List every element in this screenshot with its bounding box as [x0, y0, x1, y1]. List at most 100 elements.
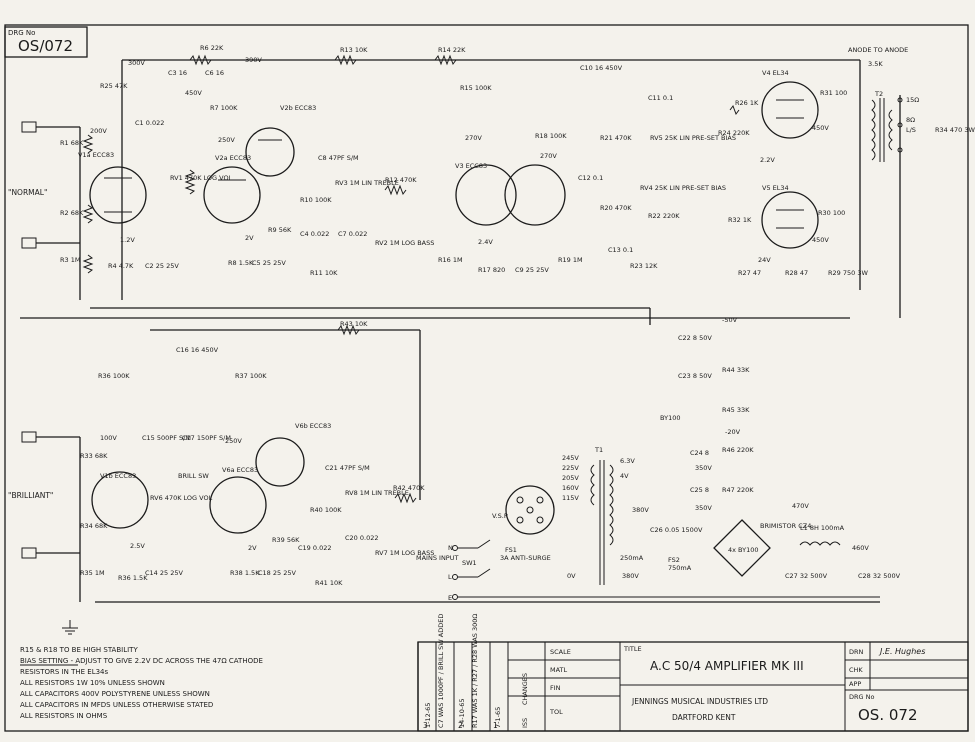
- iss-label: ISS: [521, 718, 529, 728]
- r35-label: R35 1M: [80, 569, 105, 577]
- vsp-label: V.S.P: [492, 512, 508, 520]
- r42-label: R42 470K: [393, 484, 425, 492]
- v225-label: 225V: [562, 464, 579, 472]
- brilliant-label: "BRILLIANT": [8, 491, 53, 500]
- brimistor-label: BRIMISTOR CZ4: [760, 522, 811, 530]
- note-3: RESISTORS IN THE EL34s: [20, 668, 108, 676]
- r21-label: R21 470K: [600, 134, 632, 142]
- r8-label: R8 1.5K: [228, 259, 254, 267]
- neg20-label: -20V: [725, 428, 741, 436]
- rv3-label: RV3 1M LIN TREBLE: [335, 179, 399, 187]
- drg-no-box: [4, 26, 88, 58]
- r25-label: R25 47K: [100, 82, 128, 90]
- note-7: ALL RESISTORS IN OHMS: [20, 712, 108, 720]
- anode-to-anode-label: ANODE TO ANODE: [848, 46, 908, 54]
- c4-label: C4 0.022: [300, 230, 329, 238]
- c5-label: C5 25 25V: [252, 259, 286, 267]
- v450a-label: 450V: [812, 124, 829, 132]
- drawing-title: A.C 50/4 AMPLIFIER MK III: [650, 659, 804, 673]
- neg50-label: -50V: [722, 316, 738, 324]
- v1a-valve: [89, 166, 147, 224]
- fs1-label: FS1: [505, 546, 517, 554]
- c25-label: C25 8: [690, 486, 709, 494]
- c8-label: C8 47PF S/M: [318, 154, 359, 162]
- r11-label: R11 10K: [310, 269, 338, 277]
- r15-label: R15 100K: [460, 84, 492, 92]
- r41-label: R41 10K: [315, 579, 343, 587]
- tol-label: TOL: [549, 708, 563, 716]
- v2b-valve: [245, 127, 295, 177]
- v250b-label: 250V: [225, 437, 242, 445]
- v1a-label: V1a ECC83: [78, 151, 114, 159]
- v5-valve: [761, 191, 819, 249]
- r23-label: R23 12K: [630, 262, 658, 270]
- c7-label: C7 0.022: [338, 230, 367, 238]
- c19-label: C19 0.022: [298, 544, 331, 552]
- c17-label: C17 150PF S/M: [182, 434, 231, 442]
- v6b-valve: [255, 437, 305, 487]
- v460-label: 460V: [852, 544, 869, 552]
- brill-label: BRILL SW: [178, 472, 209, 480]
- change-3-num: 3: [423, 721, 428, 730]
- changes-label: CHANGES: [521, 673, 529, 705]
- v380b-label: 380V: [622, 572, 639, 580]
- v2-5-label: 2.5V: [130, 542, 145, 550]
- drn-value: J.E. Hughes: [878, 647, 925, 656]
- r13-label: R13 10K: [340, 46, 368, 54]
- r7-label: R7 100K: [210, 104, 238, 112]
- r47-label: R47 220K: [722, 486, 754, 494]
- v2b-label: 2V: [248, 544, 257, 552]
- r30-label: R30 100: [818, 209, 845, 217]
- r46-label: R46 220K: [722, 446, 754, 454]
- r9-label: R9 56K: [268, 226, 292, 234]
- v300-label: 300V: [128, 59, 145, 67]
- r37-label: R37 100K: [235, 372, 267, 380]
- r31-label: R31 100: [820, 89, 847, 97]
- c28-label: C28 32 500V: [858, 572, 901, 580]
- rails: [20, 59, 901, 603]
- r1-label: R1 68K: [60, 139, 84, 147]
- r16-label: R16 1M: [438, 256, 463, 264]
- v0-label: 0V: [567, 572, 576, 580]
- rv7-label: RV7 1M LOG BASS: [375, 549, 434, 557]
- change-2-num: 2: [458, 721, 463, 730]
- r38-label: R38 1.5K: [230, 569, 260, 577]
- v6b-label: V6b ECC83: [295, 422, 331, 430]
- scale-label: SCALE: [550, 648, 571, 656]
- r22-label: R22 220K: [648, 212, 680, 220]
- v390-label: 390V: [245, 56, 262, 64]
- r4-label: R4 4.7K: [108, 262, 134, 270]
- c9-label: C9 25 25V: [515, 266, 549, 274]
- v380-label: 380V: [632, 506, 649, 514]
- r26-label: R26 1K: [735, 99, 759, 107]
- r28-label: R28 47: [785, 269, 808, 277]
- r36b-label: R36 1.5K: [118, 574, 148, 582]
- drg-no-label: DRG No: [849, 693, 874, 701]
- brilliant-inputs: [21, 431, 81, 602]
- r33-label: R33 68K: [80, 452, 108, 460]
- c16-label: C16 16 450V: [176, 346, 219, 354]
- r29-label: R29 750 3W: [828, 269, 868, 277]
- t1-transformer: [590, 460, 614, 585]
- change-2-text: R17 WAS 1K / R27 / R28 WAS 300Ω: [471, 614, 479, 728]
- c20-label: C20 0.022: [345, 534, 378, 542]
- bridge-label: 4x BY100: [728, 546, 759, 554]
- v3-valve: [455, 164, 566, 226]
- mains-input: [452, 539, 880, 600]
- v200-label: 200V: [90, 127, 107, 135]
- r2-label: R2 68K: [60, 209, 84, 217]
- r3-label: R3 1M: [60, 256, 80, 264]
- by100-label: BY100: [660, 414, 680, 422]
- c13-label: C13 0.1: [608, 246, 633, 254]
- c24-label: C24 8: [690, 449, 709, 457]
- v6a-label: V6a ECC83: [222, 466, 258, 474]
- r6-label: R6 22K: [200, 44, 224, 52]
- sw1-label: SW1: [462, 559, 477, 567]
- note-6: ALL CAPACITORS IN MFDS UNLESS OTHERWISE …: [20, 701, 213, 709]
- r27-label: R27 47: [738, 269, 761, 277]
- c10-label: C10 16 450V: [580, 64, 623, 72]
- note-5: ALL CAPACITORS 400V POLYSTYRENE UNLESS S…: [20, 690, 210, 698]
- t1-label: T1: [594, 446, 603, 454]
- chk-label: CHK: [849, 666, 863, 674]
- v160-label: 160V: [562, 484, 579, 492]
